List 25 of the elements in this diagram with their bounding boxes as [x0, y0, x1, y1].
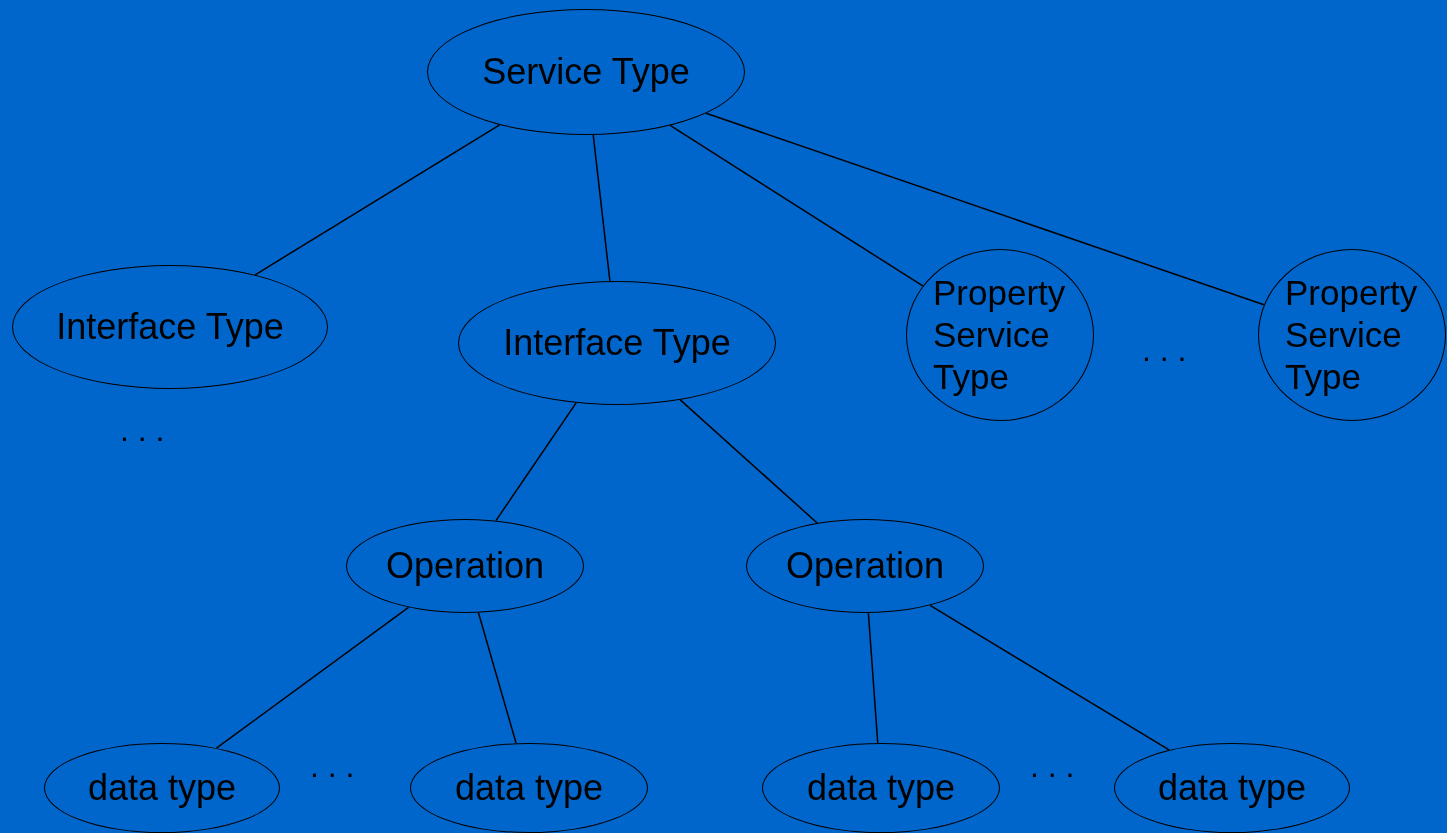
ellipsis-label: . . . — [1142, 332, 1187, 369]
connector-line — [705, 112, 1265, 306]
node-label: data type — [454, 770, 604, 806]
node-label: Operation — [785, 548, 945, 584]
connector-line — [929, 604, 1170, 751]
connector-line — [592, 134, 611, 282]
node-label: data type — [806, 770, 956, 806]
node-label: Service Type — [482, 54, 690, 90]
node-label: Interface Type — [503, 325, 731, 361]
node-label: data type — [1157, 770, 1307, 806]
connector-line — [477, 611, 517, 744]
connector-line — [867, 612, 879, 744]
ellipsis-label: . . . — [1030, 748, 1075, 785]
node-label: Operation — [385, 548, 545, 584]
connector-line — [669, 124, 924, 287]
node-label: Property Service Type — [1285, 272, 1419, 398]
connector-line — [254, 124, 501, 276]
connector-line — [215, 606, 410, 749]
node-label: data type — [87, 770, 237, 806]
node-label: Property Service Type — [933, 272, 1067, 398]
ellipsis-label: . . . — [120, 412, 165, 449]
node-label: Interface Type — [56, 309, 284, 345]
connector-line — [495, 402, 577, 522]
connector-line — [679, 399, 818, 524]
ellipsis-label: . . . — [310, 748, 355, 785]
